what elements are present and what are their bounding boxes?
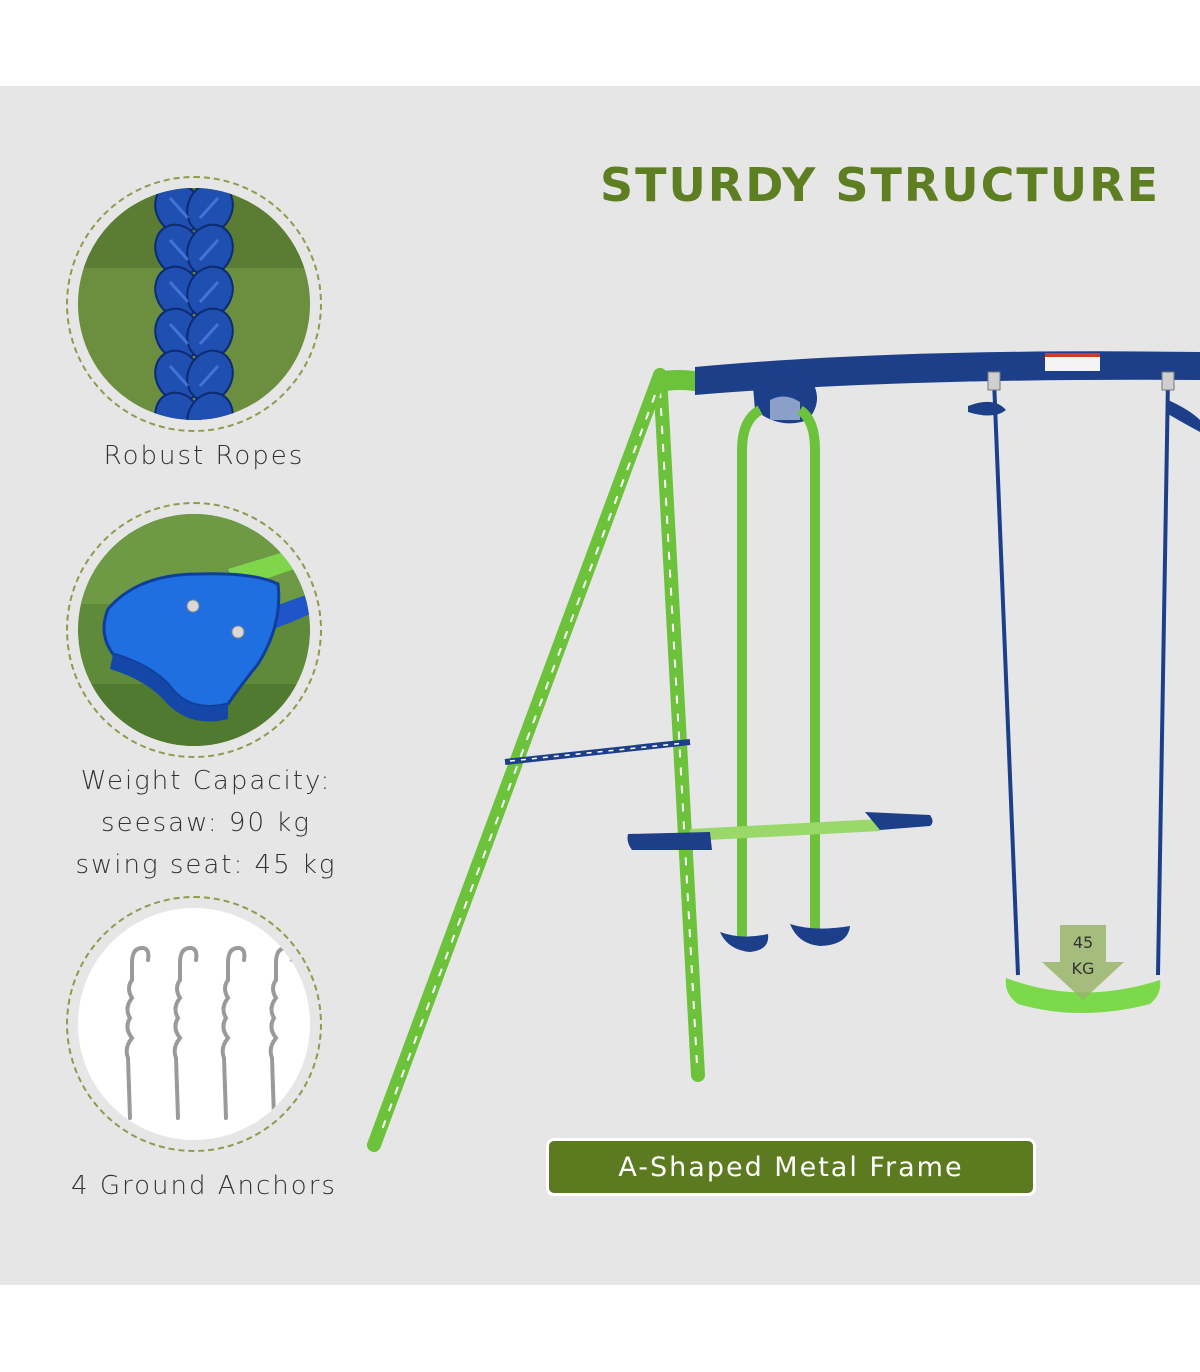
weight-capacity-caption: Weight Capacity: seesaw: 90 kg swing sea… <box>46 760 366 886</box>
seat-weight-unit: KG <box>1071 959 1095 978</box>
swing-rope-right <box>1156 379 1170 976</box>
seesaw-seat-photo <box>78 514 310 746</box>
rope-caption: Robust Ropes <box>103 441 305 471</box>
anchor-feature-circle <box>66 896 322 1152</box>
seat-feature-circle <box>66 502 322 758</box>
seat-weight-number: 45 <box>1072 933 1094 952</box>
page-title: STURDY STRUCTURE <box>599 158 1160 212</box>
weight-capacity-heading: Weight Capacity: <box>80 766 332 796</box>
swing-rope-left <box>992 379 1020 976</box>
seesaw-right-seat <box>865 812 933 830</box>
rope-feature-circle <box>66 176 322 432</box>
rear-leg <box>653 368 705 1082</box>
seesaw-left-seat <box>627 832 712 850</box>
swing-seat-capacity: swing seat: 45 kg <box>75 850 337 880</box>
seesaw-capacity: seesaw: 90 kg <box>101 808 311 838</box>
frame-label: A-Shaped Metal Frame <box>546 1138 1036 1196</box>
seesaw-arm <box>737 405 763 940</box>
weight-arrow-icon <box>1042 925 1124 1000</box>
seat-weight-badge: 45 KG <box>1058 930 1108 982</box>
ground-anchor-photo <box>78 908 310 1140</box>
anchor-caption: 4 Ground Anchors <box>71 1171 337 1201</box>
